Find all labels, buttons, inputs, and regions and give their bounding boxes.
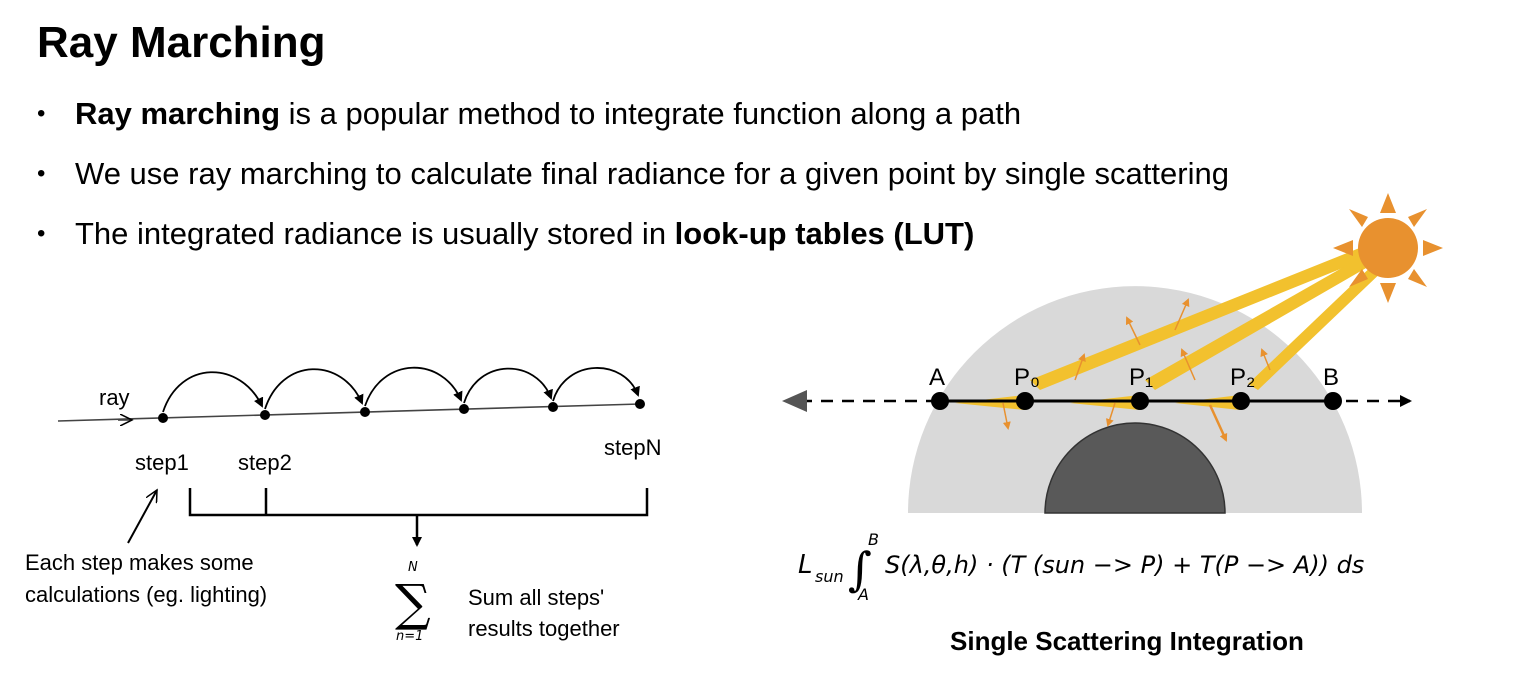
bullet-list: • Ray marching is a popular method to int…: [37, 92, 1229, 272]
bullet-dot: •: [37, 100, 46, 127]
ray-label: ray: [99, 385, 130, 410]
scatter-arrow: [1260, 348, 1271, 371]
bullet-item: • We use ray marching to calculate final …: [37, 152, 1229, 212]
bullet-text: The integrated radiance is usually store…: [75, 216, 675, 251]
scatter-arrow: [1174, 298, 1190, 331]
sum-note-line2: results together: [468, 616, 620, 641]
sun-ray-to-p2: [1248, 260, 1388, 390]
step-label: step1: [135, 450, 189, 475]
point-b: [1324, 392, 1342, 410]
ray-line: [57, 403, 641, 422]
step-note-line1: Each step makes some: [25, 550, 254, 575]
scatter-arrow: [1074, 353, 1086, 381]
step-point: [548, 402, 558, 412]
scattering-formula: L sun ∫ B A S(λ,θ,h) · (T (sun −> P) + T…: [798, 530, 1364, 604]
step-arc: [162, 371, 264, 413]
sum-note-line1: Sum all steps': [468, 585, 604, 610]
note-pointer-arrow: [127, 490, 158, 544]
formula-l: L: [798, 550, 813, 580]
bullet-dot: •: [37, 160, 46, 187]
formula-integral: ∫: [848, 542, 872, 596]
diagram-caption: Single Scattering Integration: [950, 626, 1304, 656]
point-a: [931, 392, 949, 410]
sun-icon: [1333, 193, 1443, 303]
point-label: B: [1323, 364, 1339, 391]
step-point: [158, 413, 168, 423]
scatter-arrow: [1106, 402, 1116, 427]
point-p1: [1131, 392, 1149, 410]
bullet-text: is a popular method to integrate functio…: [280, 96, 1022, 131]
ray-marching-diagram: ray step1 step2 stepN Each step makes so…: [25, 366, 661, 644]
sum-symbol: ∑: [395, 574, 431, 632]
scatter-arrow: [1125, 316, 1141, 346]
step-arc: [364, 366, 463, 407]
bullet-item: • The integrated radiance is usually stor…: [37, 212, 1229, 272]
slide-title: Ray Marching: [37, 18, 326, 67]
step-point: [635, 399, 645, 409]
scatter-arrow: [1002, 402, 1011, 430]
step-point: [459, 404, 469, 414]
formula-upper-limit: B: [868, 530, 879, 549]
formula-body: S(λ,θ,h) · (T (sun −> P) + T(P −> A)) ds: [885, 551, 1364, 579]
bullet-item: • Ray marching is a popular method to int…: [37, 92, 1229, 152]
sun-ray-to-p1: [1145, 252, 1380, 390]
bullet-bold: look-up tables (LUT): [674, 216, 975, 251]
formula-sun-subscript: sun: [815, 567, 844, 586]
bullet-text: We use ray marching to calculate final r…: [75, 156, 1229, 191]
planet-ground: [1044, 422, 1226, 514]
bullet-bold: Ray marching: [75, 96, 281, 131]
point-label: P₁: [1129, 364, 1153, 391]
step-arc: [552, 367, 640, 402]
point-p0: [1016, 392, 1034, 410]
bullet-dot: •: [37, 220, 46, 247]
sum-lower-limit: n=1: [396, 629, 423, 644]
step-arc: [264, 368, 364, 410]
step-point: [360, 407, 370, 417]
point-label: A: [929, 364, 945, 391]
step-point: [260, 410, 270, 420]
scatter-arrow: [1208, 404, 1228, 442]
sum-upper-limit: N: [408, 560, 418, 575]
sum-bracket: [188, 488, 649, 517]
point-label: P₀: [1014, 364, 1040, 391]
step-note-line2: calculations (eg. lighting): [25, 582, 267, 607]
step-label: step2: [238, 450, 292, 475]
scatter-arrow: [1180, 348, 1196, 381]
point-label: P₂: [1230, 364, 1255, 391]
step-label: stepN: [604, 435, 661, 460]
step-arc: [463, 367, 553, 404]
point-p2: [1232, 392, 1250, 410]
formula-lower-limit: A: [857, 585, 869, 604]
view-ray-left-arrow: [782, 390, 807, 412]
sun-ray-to-p0: [1030, 245, 1375, 390]
